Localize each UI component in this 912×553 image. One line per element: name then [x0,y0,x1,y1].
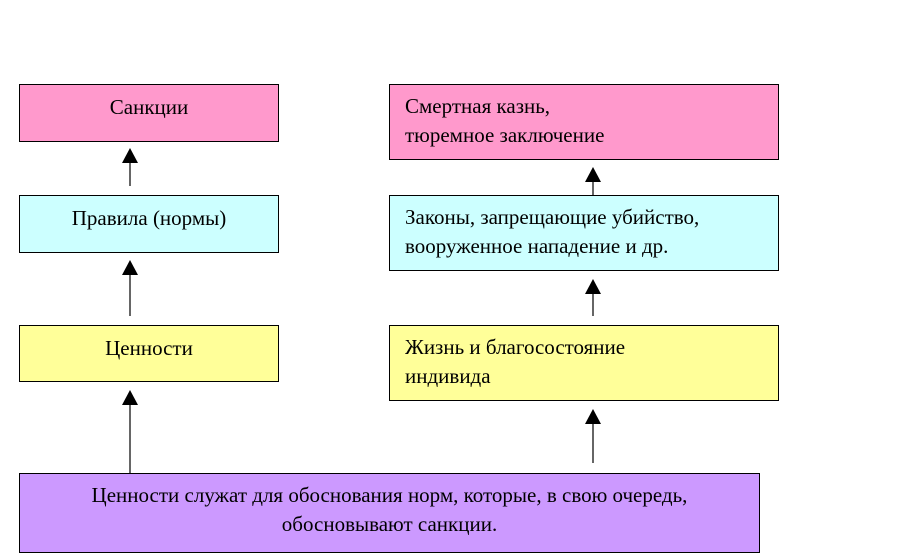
rules-example-line-1: Законы, запрещающие убийство, [405,205,700,229]
arrow-summary-to-values [122,390,138,473]
values-example-box: Жизнь и благосостояние индивида [389,325,779,401]
summary-line-2: обосновывают санкции. [281,512,498,536]
values-label: Ценности [105,336,193,360]
sanctions-label: Санкции [109,95,189,119]
rules-label: Правила (нормы) [71,206,227,230]
rules-example-line-2: вооруженное нападение и др. [405,234,669,258]
arrow-rules-to-sanctions [122,148,138,186]
sanctions-example-box: Смертная казнь, тюремное заключение [389,84,779,160]
arrow-rules-example-to-sanctions-example [585,167,601,195]
values-example-line-2: индивида [405,364,491,388]
summary-line-1: Ценности служат для обоснования норм, ко… [91,483,688,507]
values-example-line-1: Жизнь и благосостояние [405,335,626,359]
arrow-values-to-rules [122,260,138,316]
values-box: Ценности [19,325,279,382]
summary-box: Ценности служат для обоснования норм, ко… [19,473,760,553]
sanctions-example-line-1: Смертная казнь, [405,94,551,118]
rules-box: Правила (нормы) [19,195,279,253]
arrow-summary-to-values-example [585,409,601,463]
arrow-values-example-to-rules-example [585,279,601,316]
sanctions-example-line-2: тюремное заключение [405,123,605,147]
sanctions-box: Санкции [19,84,279,142]
rules-example-box: Законы, запрещающие убийство, вооруженно… [389,195,779,271]
